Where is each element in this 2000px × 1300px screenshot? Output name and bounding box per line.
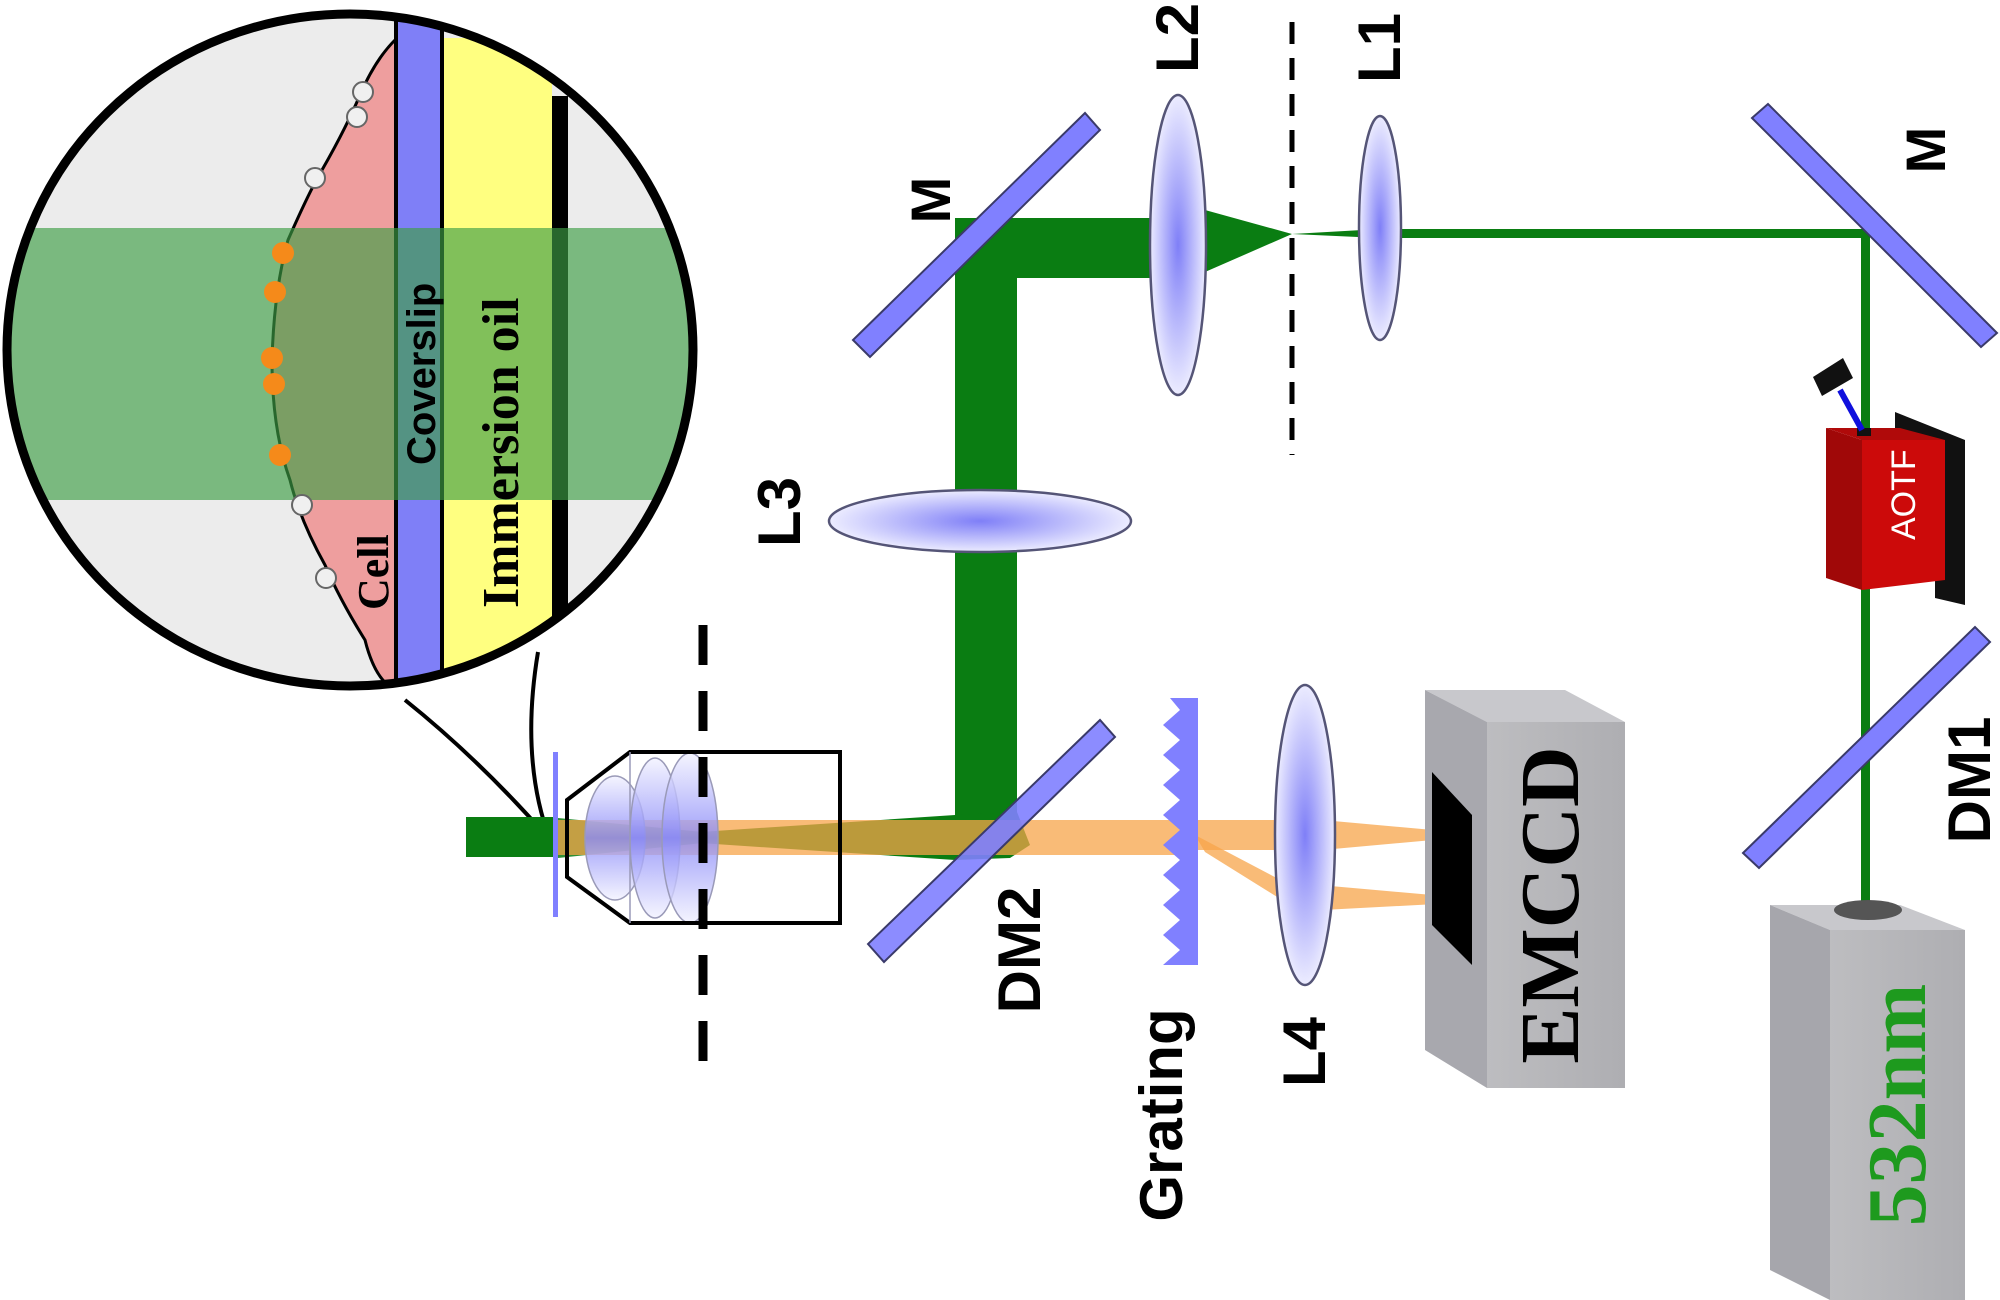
laser-side-face xyxy=(1770,905,1830,1300)
label-laser: 532nm xyxy=(1851,984,1944,1227)
emission-focus-upper xyxy=(1300,818,1455,852)
label-dm1: DM1 xyxy=(1936,717,2000,844)
label-cell: Cell xyxy=(349,534,398,610)
beam-exit-left xyxy=(466,817,558,857)
dichroic-mirror-dm2 xyxy=(866,718,1117,964)
mirror-top-left xyxy=(851,111,1102,359)
laser-aperture xyxy=(1834,900,1902,920)
aotf-left-face xyxy=(1826,428,1862,590)
mirror-top-right xyxy=(1750,102,1999,349)
fluorophore-off xyxy=(304,167,326,189)
inactive-fluorophores xyxy=(291,81,374,589)
label-emccd: EMCCD xyxy=(1504,746,1597,1063)
sample-inset: Cell Coverslip Immersion oil xyxy=(2,9,698,842)
inset-connector-upper xyxy=(529,651,552,841)
illumination-band xyxy=(7,228,693,500)
aotf-connector-icon xyxy=(1813,358,1853,396)
emccd-camera: EMCCD xyxy=(1425,690,1625,1088)
laser-532nm: 532nm xyxy=(1770,900,1965,1300)
fluorophore-on xyxy=(263,373,285,395)
objective-coverslip xyxy=(553,752,558,917)
fluorophore-off xyxy=(291,494,313,516)
grating xyxy=(1163,698,1198,965)
emission-order-1 xyxy=(1195,835,1290,905)
emission-order-0 xyxy=(1195,820,1300,850)
fluorophore-off xyxy=(315,567,337,589)
label-l4: L4 xyxy=(1271,1016,1338,1087)
label-immersion-oil: Immersion oil xyxy=(473,297,530,608)
label-mirror-top-right: M xyxy=(1894,127,1957,174)
emccd-top-face xyxy=(1425,690,1625,722)
aotf-top-face xyxy=(1826,428,1945,440)
fluorophore-on xyxy=(272,242,294,264)
label-grating: Grating xyxy=(1128,1008,1195,1221)
fluorophore-on xyxy=(269,444,291,466)
aotf-front-face xyxy=(1862,440,1945,590)
inset-border xyxy=(2,9,698,691)
lens-l1 xyxy=(1357,114,1403,342)
fluorophore-on xyxy=(264,281,286,303)
label-dm2: DM2 xyxy=(986,887,1053,1014)
label-l2: L2 xyxy=(1144,3,1211,73)
aotf-aperture xyxy=(1857,428,1871,436)
lens-l3 xyxy=(827,488,1133,554)
beam-top-horizontal xyxy=(1380,229,1870,238)
dichroic-mirror-dm1 xyxy=(1741,625,1992,870)
label-l1: L1 xyxy=(1346,13,1413,83)
emccd-front-face xyxy=(1487,722,1625,1088)
fluorophore-on xyxy=(261,347,283,369)
emccd-sensor xyxy=(1432,772,1472,965)
label-coverslip: Coverslip xyxy=(400,283,444,465)
active-fluorophores xyxy=(261,242,294,466)
laser-front-face xyxy=(1830,930,1965,1300)
fluorophore-off xyxy=(352,81,374,103)
lens-l4 xyxy=(1273,683,1337,987)
aotf-back-plate xyxy=(1895,412,1965,605)
label-mirror-top-left: M xyxy=(899,177,962,224)
aotf-cable xyxy=(1837,388,1865,432)
aotf: AOTF xyxy=(1813,358,1965,605)
lens-l2 xyxy=(1148,93,1208,397)
label-l3: L3 xyxy=(746,477,813,547)
label-aotf: AOTF xyxy=(1885,449,1923,540)
beam-focus-to-l2 xyxy=(1205,210,1292,272)
fluorophore-off xyxy=(346,106,368,128)
